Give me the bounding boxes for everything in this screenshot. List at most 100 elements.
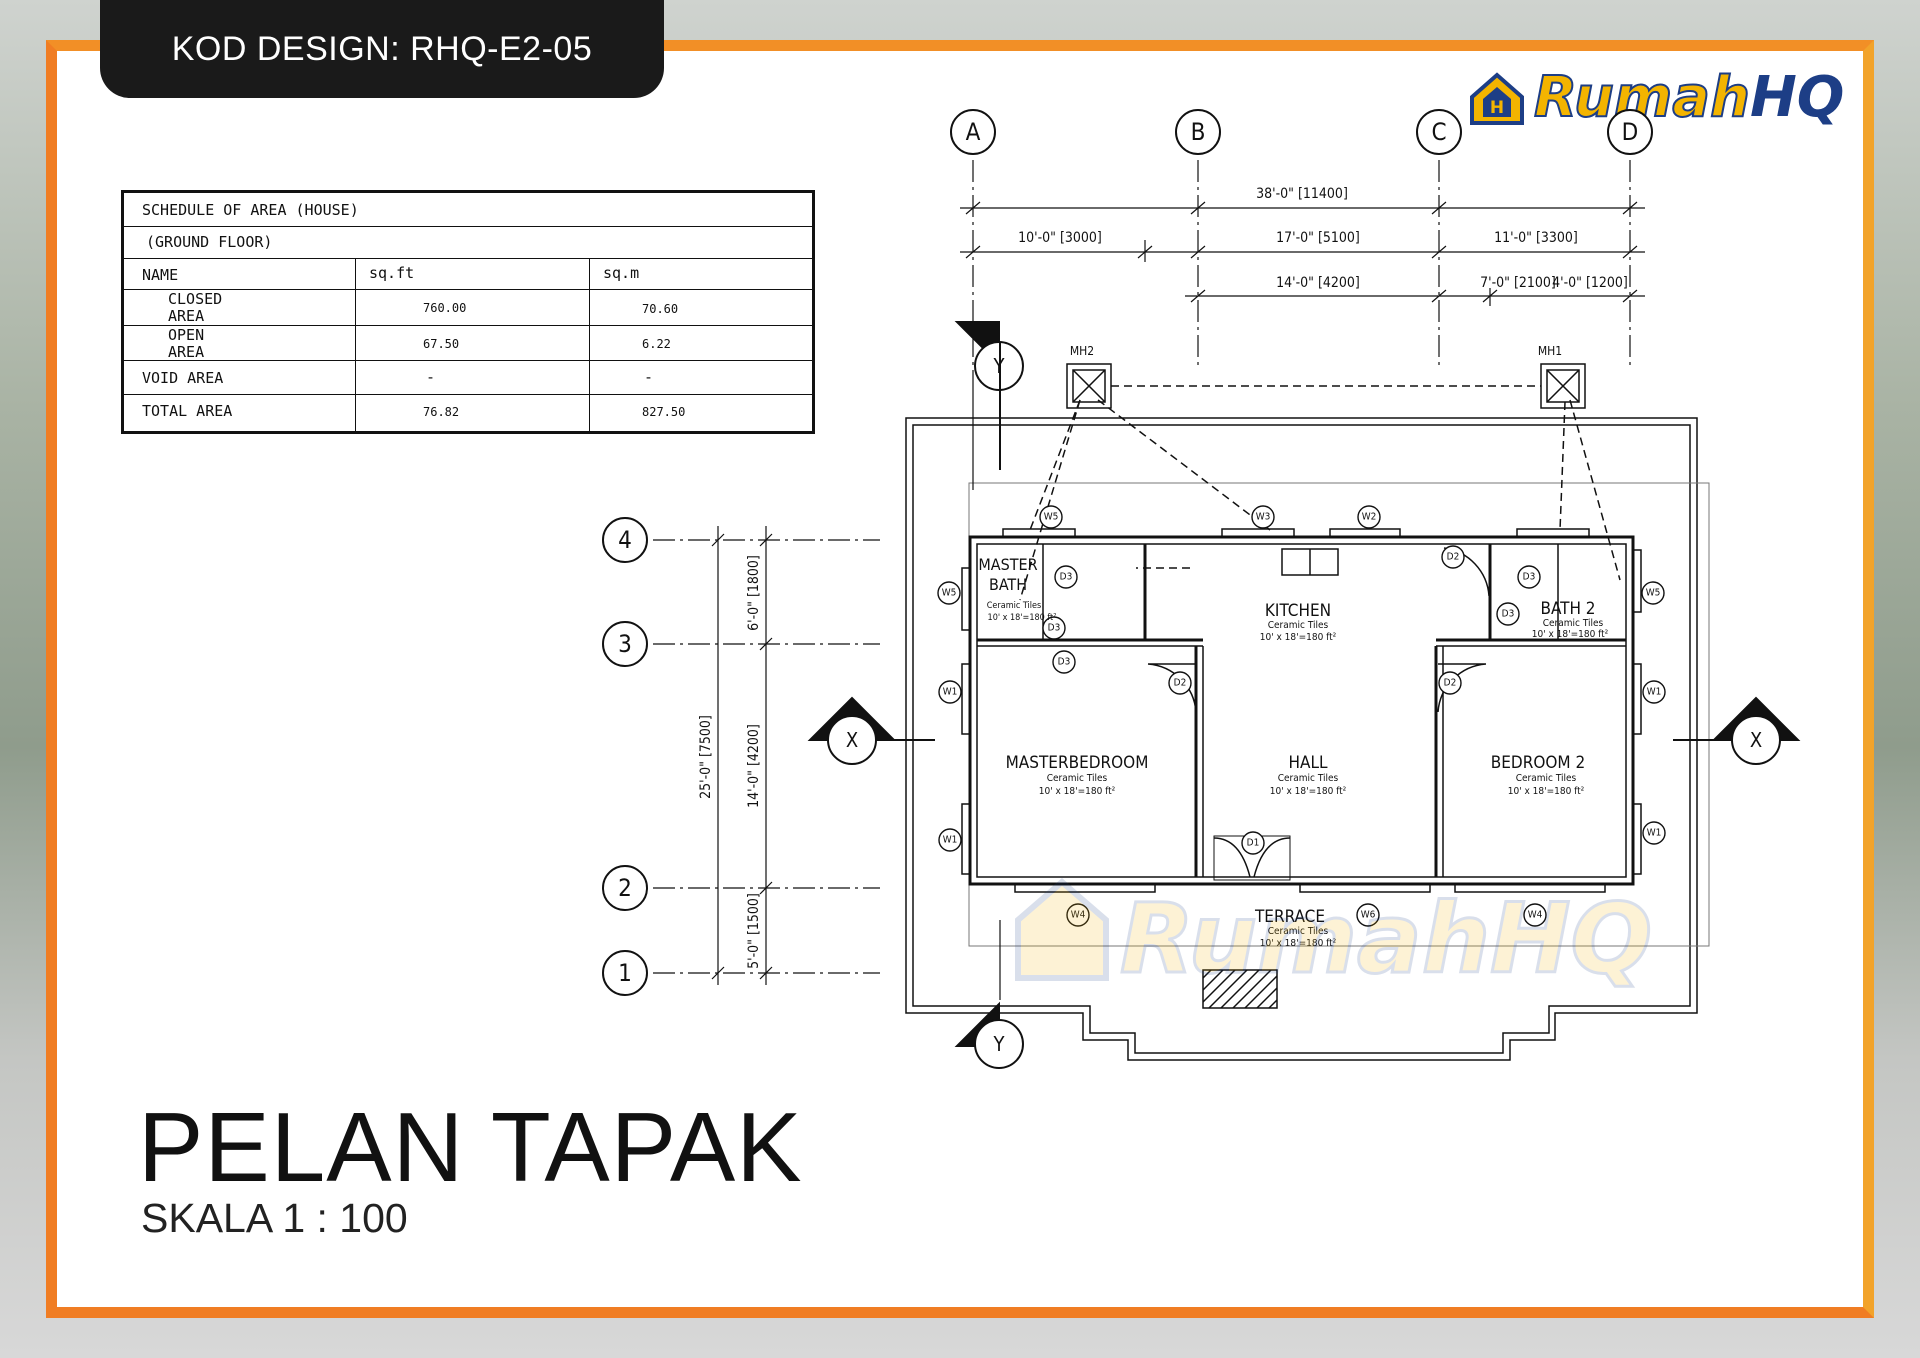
section-label-x: X — [1750, 728, 1762, 752]
dim-sub1: 14'-0" [4200] — [1276, 275, 1360, 291]
tag-w5: W5 — [1646, 588, 1661, 599]
window-w5 — [1632, 549, 1642, 613]
room-master-bath-finish: Ceramic Tiles — [987, 601, 1041, 611]
page-title: PELAN TAPAK — [138, 1092, 803, 1202]
window-w1 — [961, 803, 971, 875]
tag-d2: D2 — [1444, 678, 1457, 689]
room-bath2-size: 10' x 18'=180 ft² — [1532, 629, 1609, 640]
grid-bubble-1 — [602, 950, 648, 996]
row-sqft: 760.00 — [423, 301, 467, 315]
header-sqm: sq.m — [603, 264, 640, 282]
tag-d2: D2 — [1174, 678, 1187, 689]
section-label-y: Y — [993, 354, 1006, 378]
design-code-label: KOD DESIGN: RHQ-E2-05 — [171, 29, 593, 68]
door-d1-swing — [1213, 837, 1291, 878]
design-code-tab: KOD DESIGN: RHQ-E2-05 — [100, 0, 664, 98]
grid-bubble-b — [1175, 109, 1221, 155]
grid-label-4: 4 — [618, 526, 632, 554]
tag-w6: W6 — [1361, 910, 1376, 921]
room-terrace-size: 10' x 18'=180 ft² — [1260, 938, 1337, 949]
house-logo-icon: H — [1470, 72, 1524, 125]
window-w4 — [1014, 883, 1156, 893]
schedule-title: SCHEDULE OF AREA (HOUSE) — [142, 201, 359, 219]
external-wall — [968, 535, 1635, 886]
room-kitchen-size: 10' x 18'=180 ft² — [1260, 632, 1337, 643]
room-kitchen-finish: Ceramic Tiles — [1268, 620, 1329, 631]
window-w1 — [1632, 803, 1642, 875]
window-w5 — [1516, 528, 1590, 538]
tag-w1: W1 — [1647, 687, 1662, 698]
tag-w1: W1 — [1647, 828, 1662, 839]
dim-overall: 38'-0" [11400] — [1256, 186, 1348, 202]
grid-bubble-4 — [602, 517, 648, 563]
tag-w5: W5 — [1044, 512, 1059, 523]
schedule-subtitle: (GROUND FLOOR) — [146, 233, 273, 251]
section-label-x: X — [846, 728, 858, 752]
tag-w4: W4 — [1528, 910, 1543, 921]
row-name: CLOSED AREA — [168, 290, 223, 325]
section-marker-y — [974, 1019, 1024, 1069]
tag-d2: D2 — [1447, 552, 1460, 563]
manhole-label: MH2 — [1070, 344, 1094, 358]
row-name: OPEN AREA — [168, 326, 205, 361]
grid-bubble-2 — [602, 865, 648, 911]
dim-c-d: 11'-0" [3300] — [1494, 230, 1578, 246]
grid-bubble-c — [1416, 109, 1462, 155]
tag-d3: D3 — [1523, 572, 1536, 583]
room-hall-size: 10' x 18'=180 ft² — [1270, 786, 1347, 797]
schedule-header-row — [124, 259, 812, 290]
room-hall-finish: Ceramic Tiles — [1278, 773, 1339, 784]
table-row — [124, 290, 812, 326]
grid-label-d: D — [1622, 118, 1639, 146]
schedule-of-area-table: SCHEDULE OF AREA (HOUSE) (GROUND FLOOR) … — [121, 190, 815, 434]
window-w6 — [1299, 883, 1431, 893]
tag-w1: W1 — [943, 687, 958, 698]
grid-label-b: B — [1191, 118, 1206, 146]
tag-d3: D3 — [1048, 623, 1061, 634]
rumahhq-watermark: RumahHQ — [1015, 878, 1654, 997]
window-w1 — [961, 663, 971, 735]
room-bedroom2-finish: Ceramic Tiles — [1516, 773, 1577, 784]
grid-label-3: 3 — [618, 630, 632, 658]
header-sqft: sq.ft — [369, 264, 415, 282]
plinth-outline-inner — [912, 424, 1691, 1054]
room-terrace-name: TERRACE — [1254, 907, 1325, 927]
table-row — [124, 326, 812, 361]
tag-w1: W1 — [943, 835, 958, 846]
window-w5 — [961, 567, 971, 631]
tag-w4: W4 — [1071, 910, 1086, 921]
manhole-label: MH1 — [1538, 344, 1562, 358]
grid-bubble-a — [950, 109, 996, 155]
column-divider — [355, 259, 356, 431]
row-sqft: 67.50 — [423, 337, 460, 351]
header-name: NAME — [142, 266, 179, 284]
plinth-outline — [905, 417, 1698, 1061]
room-kitchen-name: KITCHEN — [1265, 601, 1331, 621]
tag-w5: W5 — [942, 588, 957, 599]
external-wall-inner — [976, 543, 1627, 878]
dim-left-d2: 14'-0" [4200] — [746, 724, 762, 808]
row-name: TOTAL AREA — [142, 402, 233, 420]
column-divider — [589, 259, 590, 431]
row-sqm: 70.60 — [642, 302, 679, 316]
grid-label-2: 2 — [618, 874, 632, 902]
row-sqft: - — [426, 368, 436, 386]
dim-left-d3: 5'-0" [1500] — [746, 893, 762, 969]
watermark-text: RumahHQ — [1120, 883, 1652, 995]
room-bath2-finish: Ceramic Tiles — [1543, 618, 1604, 629]
grid-bubble-3 — [602, 621, 648, 667]
dim-left-d1: 6'-0" [1800] — [746, 555, 762, 631]
dim-sub3: 4'-0" [1200] — [1552, 275, 1628, 291]
room-terrace-finish: Ceramic Tiles — [1268, 926, 1329, 937]
tag-w2: W2 — [1362, 512, 1377, 523]
tag-d3: D3 — [1502, 609, 1515, 620]
row-sqm: 6.22 — [642, 337, 671, 351]
room-master-bath-size: 10' x 18'=180 ft² — [988, 613, 1057, 623]
grid-bubble-d — [1607, 109, 1653, 155]
window-w4 — [1454, 883, 1606, 893]
room-masterbedroom-finish: Ceramic Tiles — [1047, 773, 1108, 784]
room-bath2-name: BATH 2 — [1540, 599, 1595, 619]
schedule-title-row — [124, 193, 812, 227]
